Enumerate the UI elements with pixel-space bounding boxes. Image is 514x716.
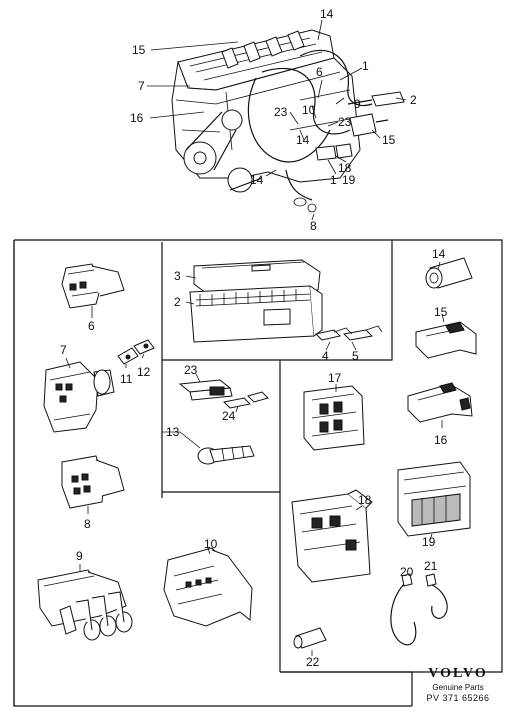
callout-24: 24 xyxy=(222,409,236,423)
part-7-connector: 7 xyxy=(43,343,115,433)
callout-9: 9 xyxy=(76,549,83,563)
part-17-bracket: 17 xyxy=(303,371,365,451)
callout-23: 23 xyxy=(274,105,288,119)
callout-7: 7 xyxy=(60,343,67,357)
parts-20-21-wires: 20 21 xyxy=(390,559,448,646)
engine-assembly xyxy=(171,29,405,213)
callout-21: 21 xyxy=(424,559,438,573)
callout-3: 3 xyxy=(174,269,181,283)
callout-5: 5 xyxy=(352,349,359,363)
callout-6: 6 xyxy=(88,319,95,333)
callout-14: 14 xyxy=(250,173,264,187)
brand-subtitle: Genuine Parts xyxy=(432,683,484,692)
callout-9: 9 xyxy=(354,97,361,111)
callout-15: 15 xyxy=(132,43,146,57)
part-8-connector: 8 xyxy=(61,455,125,531)
callout-7: 7 xyxy=(138,79,145,93)
callout-4: 4 xyxy=(322,349,329,363)
callout-23: 23 xyxy=(184,363,198,377)
callout-8: 8 xyxy=(310,219,317,233)
part-14-plug: 14 xyxy=(425,247,473,289)
callout-18: 18 xyxy=(358,493,372,507)
part-15-cover: 15 xyxy=(415,305,477,359)
part-9-connector: 9 xyxy=(37,549,133,641)
brand-code: PV 371 65266 xyxy=(426,693,490,703)
part-24-terminals: 24 xyxy=(222,391,269,423)
callout-22: 22 xyxy=(306,655,320,669)
callout-14: 14 xyxy=(320,7,334,21)
callout-16: 16 xyxy=(130,111,144,125)
callout-8: 8 xyxy=(84,517,91,531)
callout-1: 1 xyxy=(362,59,369,73)
callout-14: 14 xyxy=(296,133,310,147)
brand-name: VOLVO xyxy=(428,666,488,681)
callout-2: 2 xyxy=(174,295,181,309)
callout-17: 17 xyxy=(328,371,342,385)
part-16-cover: 16 xyxy=(407,382,473,447)
callout-20: 20 xyxy=(400,565,414,579)
callout-6: 6 xyxy=(316,65,323,79)
callout-12: 12 xyxy=(137,365,151,379)
callout-15: 15 xyxy=(434,305,448,319)
callout-23: 23 xyxy=(338,115,352,129)
callout-15: 15 xyxy=(382,133,396,147)
part-13-grommet: 13 xyxy=(162,425,255,465)
callout-10: 10 xyxy=(204,537,218,551)
callout-19: 19 xyxy=(422,535,436,549)
callout-13: 13 xyxy=(166,425,180,439)
callout-1: 1 xyxy=(330,173,337,187)
callout-18: 18 xyxy=(338,161,352,175)
part-2-3-relay-box: 3 2 xyxy=(174,259,323,343)
volvo-genuine-parts-logo: VOLVO Genuine Parts PV 371 65266 xyxy=(418,666,498,704)
engine-callouts: 14 15 1 7 6 9 2 16 23 10 23 15 14 18 1 1… xyxy=(130,7,417,233)
callout-2: 2 xyxy=(410,93,417,107)
callout-11: 11 xyxy=(120,372,133,386)
part-23-connector: 23 xyxy=(178,363,233,401)
part-22-fuse: 22 xyxy=(293,627,327,669)
callout-14: 14 xyxy=(432,247,446,261)
part-10-connector: 10 xyxy=(163,537,253,627)
parts-4-5-terminals: 4 5 xyxy=(315,325,383,363)
callout-16: 16 xyxy=(434,433,448,447)
parts-11-12-pins: 11 12 xyxy=(117,339,155,386)
callout-10: 10 xyxy=(302,103,316,117)
engine-leader-lines xyxy=(147,19,407,221)
panel-frames xyxy=(13,239,503,707)
part-19-module: 19 xyxy=(397,461,471,549)
callout-19: 19 xyxy=(342,173,356,187)
part-18-bracket: 18 xyxy=(291,489,373,583)
part-6-connector: 6 xyxy=(61,263,125,333)
